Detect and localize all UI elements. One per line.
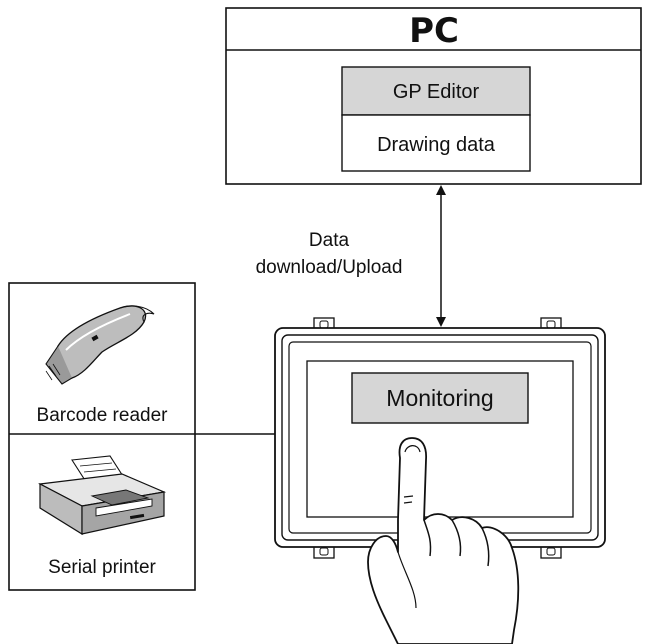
hmi-panel: Monitoring <box>274 317 606 559</box>
pc-block: PC GP Editor Drawing data <box>225 7 642 185</box>
drawing-data-box <box>341 114 531 172</box>
drawing-data-label: Drawing data <box>377 134 496 156</box>
gp-editor-label: GP Editor <box>393 81 480 103</box>
monitoring-button[interactable] <box>351 372 529 424</box>
printer-icon <box>38 455 167 536</box>
gp-editor-box <box>341 66 531 116</box>
transfer-label-line1: Data <box>309 230 350 251</box>
barcode-scanner-icon <box>45 305 155 385</box>
pointing-hand-icon <box>367 437 520 644</box>
barcode-reader-label: Barcode reader <box>37 405 169 426</box>
monitoring-label: Monitoring <box>386 385 493 411</box>
transfer-label-line2: download/Upload <box>256 257 403 278</box>
pc-title: PC <box>409 11 459 51</box>
peripheral-block: Barcode reader Serial printer <box>8 282 196 591</box>
serial-printer-label: Serial printer <box>48 557 156 578</box>
